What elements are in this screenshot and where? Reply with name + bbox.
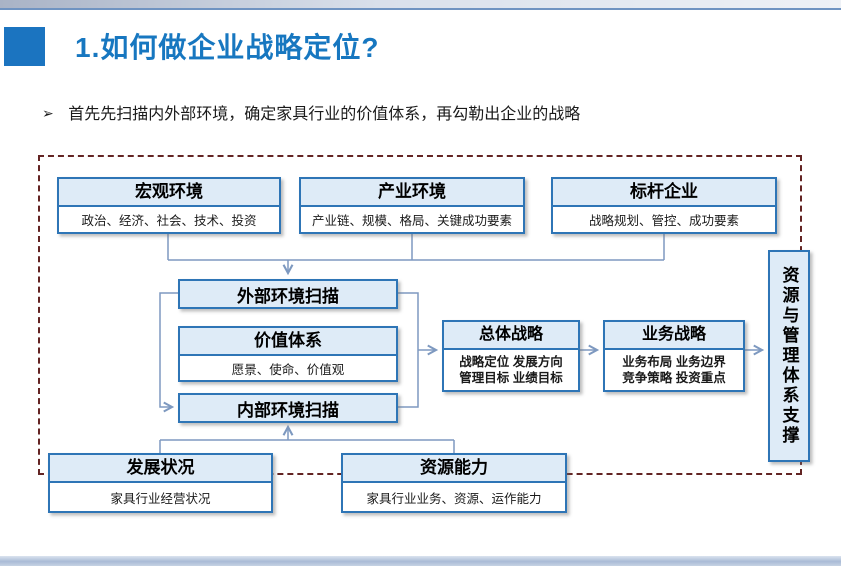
overall-strategy-line-2: 管理目标 业绩目标 bbox=[459, 371, 563, 385]
box-resource-capability: 资源能力 家具行业业务、资源、运作能力 bbox=[341, 453, 567, 513]
box-business-strategy: 业务战略 业务布局 业务边界 竞争策略 投资重点 bbox=[603, 320, 745, 392]
box-industry-environment: 产业环境 产业链、规模、格局、关键成功要素 bbox=[299, 177, 525, 234]
box-external-scan: 外部环境扫描 bbox=[178, 279, 398, 309]
overall-strategy-line-1: 战略定位 发展方向 bbox=[459, 355, 563, 369]
box-overall-strategy-body: 战略定位 发展方向 管理目标 业绩目标 bbox=[444, 350, 578, 390]
top-decor-strip bbox=[0, 0, 841, 10]
box-development-status-title: 发展状况 bbox=[50, 455, 271, 483]
intro-bullet: ➢ 首先先扫描内外部环境，确定家具行业的价值体系，再勾勒出企业的战略 bbox=[42, 100, 580, 124]
intro-bullet-text: 首先先扫描内外部环境，确定家具行业的价值体系，再勾勒出企业的战略 bbox=[68, 106, 581, 123]
box-business-strategy-title: 业务战略 bbox=[605, 322, 743, 350]
box-benchmark-enterprise-body: 战略规划、管控、成功要素 bbox=[553, 207, 775, 232]
box-overall-strategy: 总体战略 战略定位 发展方向 管理目标 业绩目标 bbox=[442, 320, 580, 392]
box-industry-environment-body: 产业链、规模、格局、关键成功要素 bbox=[301, 207, 523, 232]
box-macro-environment: 宏观环境 政治、经济、社会、技术、投资 bbox=[57, 177, 281, 234]
box-business-strategy-body: 业务布局 业务边界 竞争策略 投资重点 bbox=[605, 350, 743, 390]
box-value-system: 价值体系 愿景、使命、价值观 bbox=[178, 326, 398, 382]
business-strategy-line-2: 竞争策略 投资重点 bbox=[622, 371, 726, 385]
bullet-arrow-icon: ➢ bbox=[42, 105, 54, 121]
box-benchmark-enterprise: 标杆企业 战略规划、管控、成功要素 bbox=[551, 177, 777, 234]
box-development-status-body: 家具行业经营状况 bbox=[50, 483, 271, 511]
box-value-system-title: 价值体系 bbox=[180, 328, 396, 356]
page-title: 1.如何做企业战略定位? bbox=[75, 32, 380, 63]
box-macro-environment-body: 政治、经济、社会、技术、投资 bbox=[59, 207, 279, 232]
box-internal-scan: 内部环境扫描 bbox=[178, 393, 398, 423]
box-macro-environment-title: 宏观环境 bbox=[59, 179, 279, 207]
box-development-status: 发展状况 家具行业经营状况 bbox=[48, 453, 273, 513]
title-accent-square bbox=[4, 27, 45, 66]
box-resource-capability-title: 资源能力 bbox=[343, 455, 565, 483]
box-overall-strategy-title: 总体战略 bbox=[444, 322, 578, 350]
box-benchmark-enterprise-title: 标杆企业 bbox=[553, 179, 775, 207]
box-resource-capability-body: 家具行业业务、资源、运作能力 bbox=[343, 483, 565, 511]
box-value-system-body: 愿景、使命、价值观 bbox=[180, 356, 396, 380]
business-strategy-line-1: 业务布局 业务边界 bbox=[622, 355, 726, 369]
bottom-decor-strip bbox=[0, 556, 841, 566]
support-system-bar: 资源与管理体系支撑 bbox=[768, 250, 810, 462]
box-industry-environment-title: 产业环境 bbox=[301, 179, 523, 207]
